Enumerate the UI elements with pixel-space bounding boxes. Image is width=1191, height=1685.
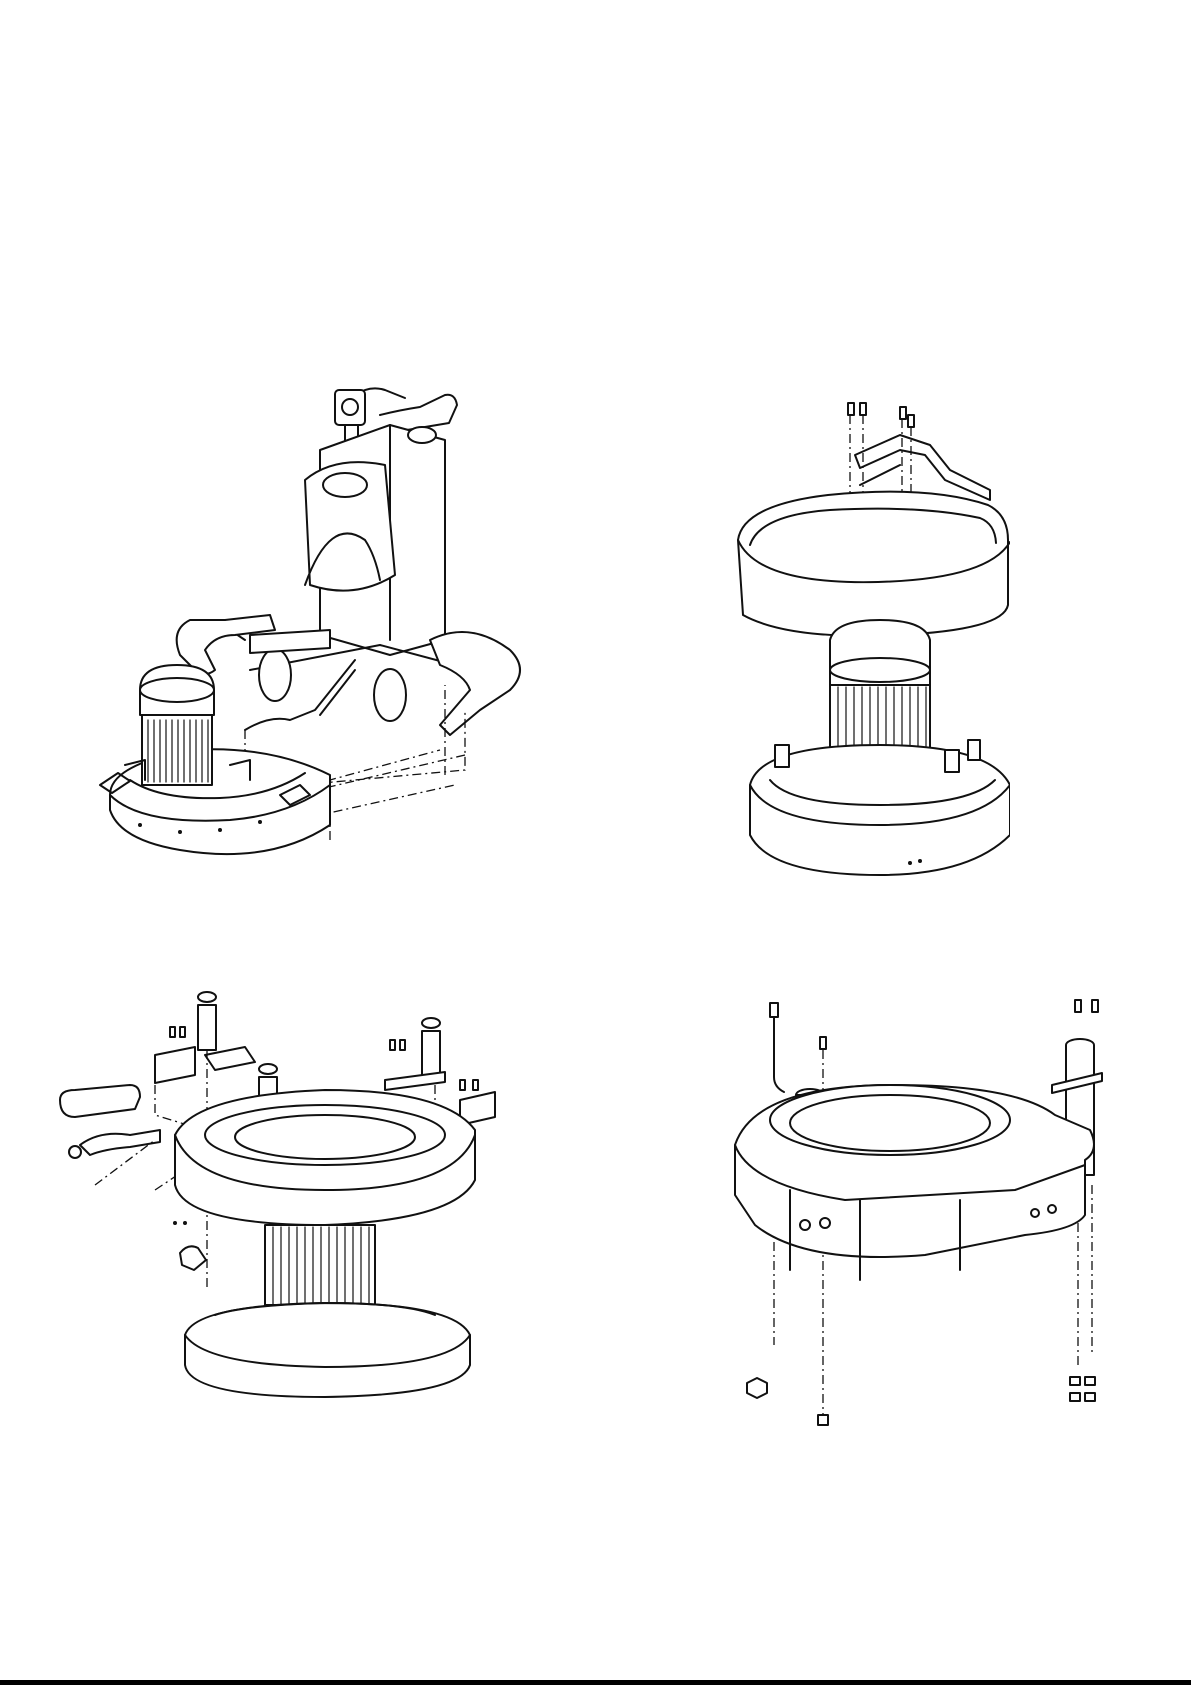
figure-full-machine [90, 370, 550, 930]
base-housing-exploded-icon [730, 995, 1110, 1465]
grinding-head-exploded-icon [55, 985, 535, 1475]
figure-head-assembly [55, 985, 535, 1475]
page-bottom-rule [0, 1680, 1191, 1685]
figure-base-housing [730, 995, 1110, 1465]
figure-hood-and-motor [730, 395, 1010, 905]
dust-shroud-handle-exploded-icon [730, 395, 1010, 905]
grinder-assembly-exploded-icon [90, 370, 550, 930]
